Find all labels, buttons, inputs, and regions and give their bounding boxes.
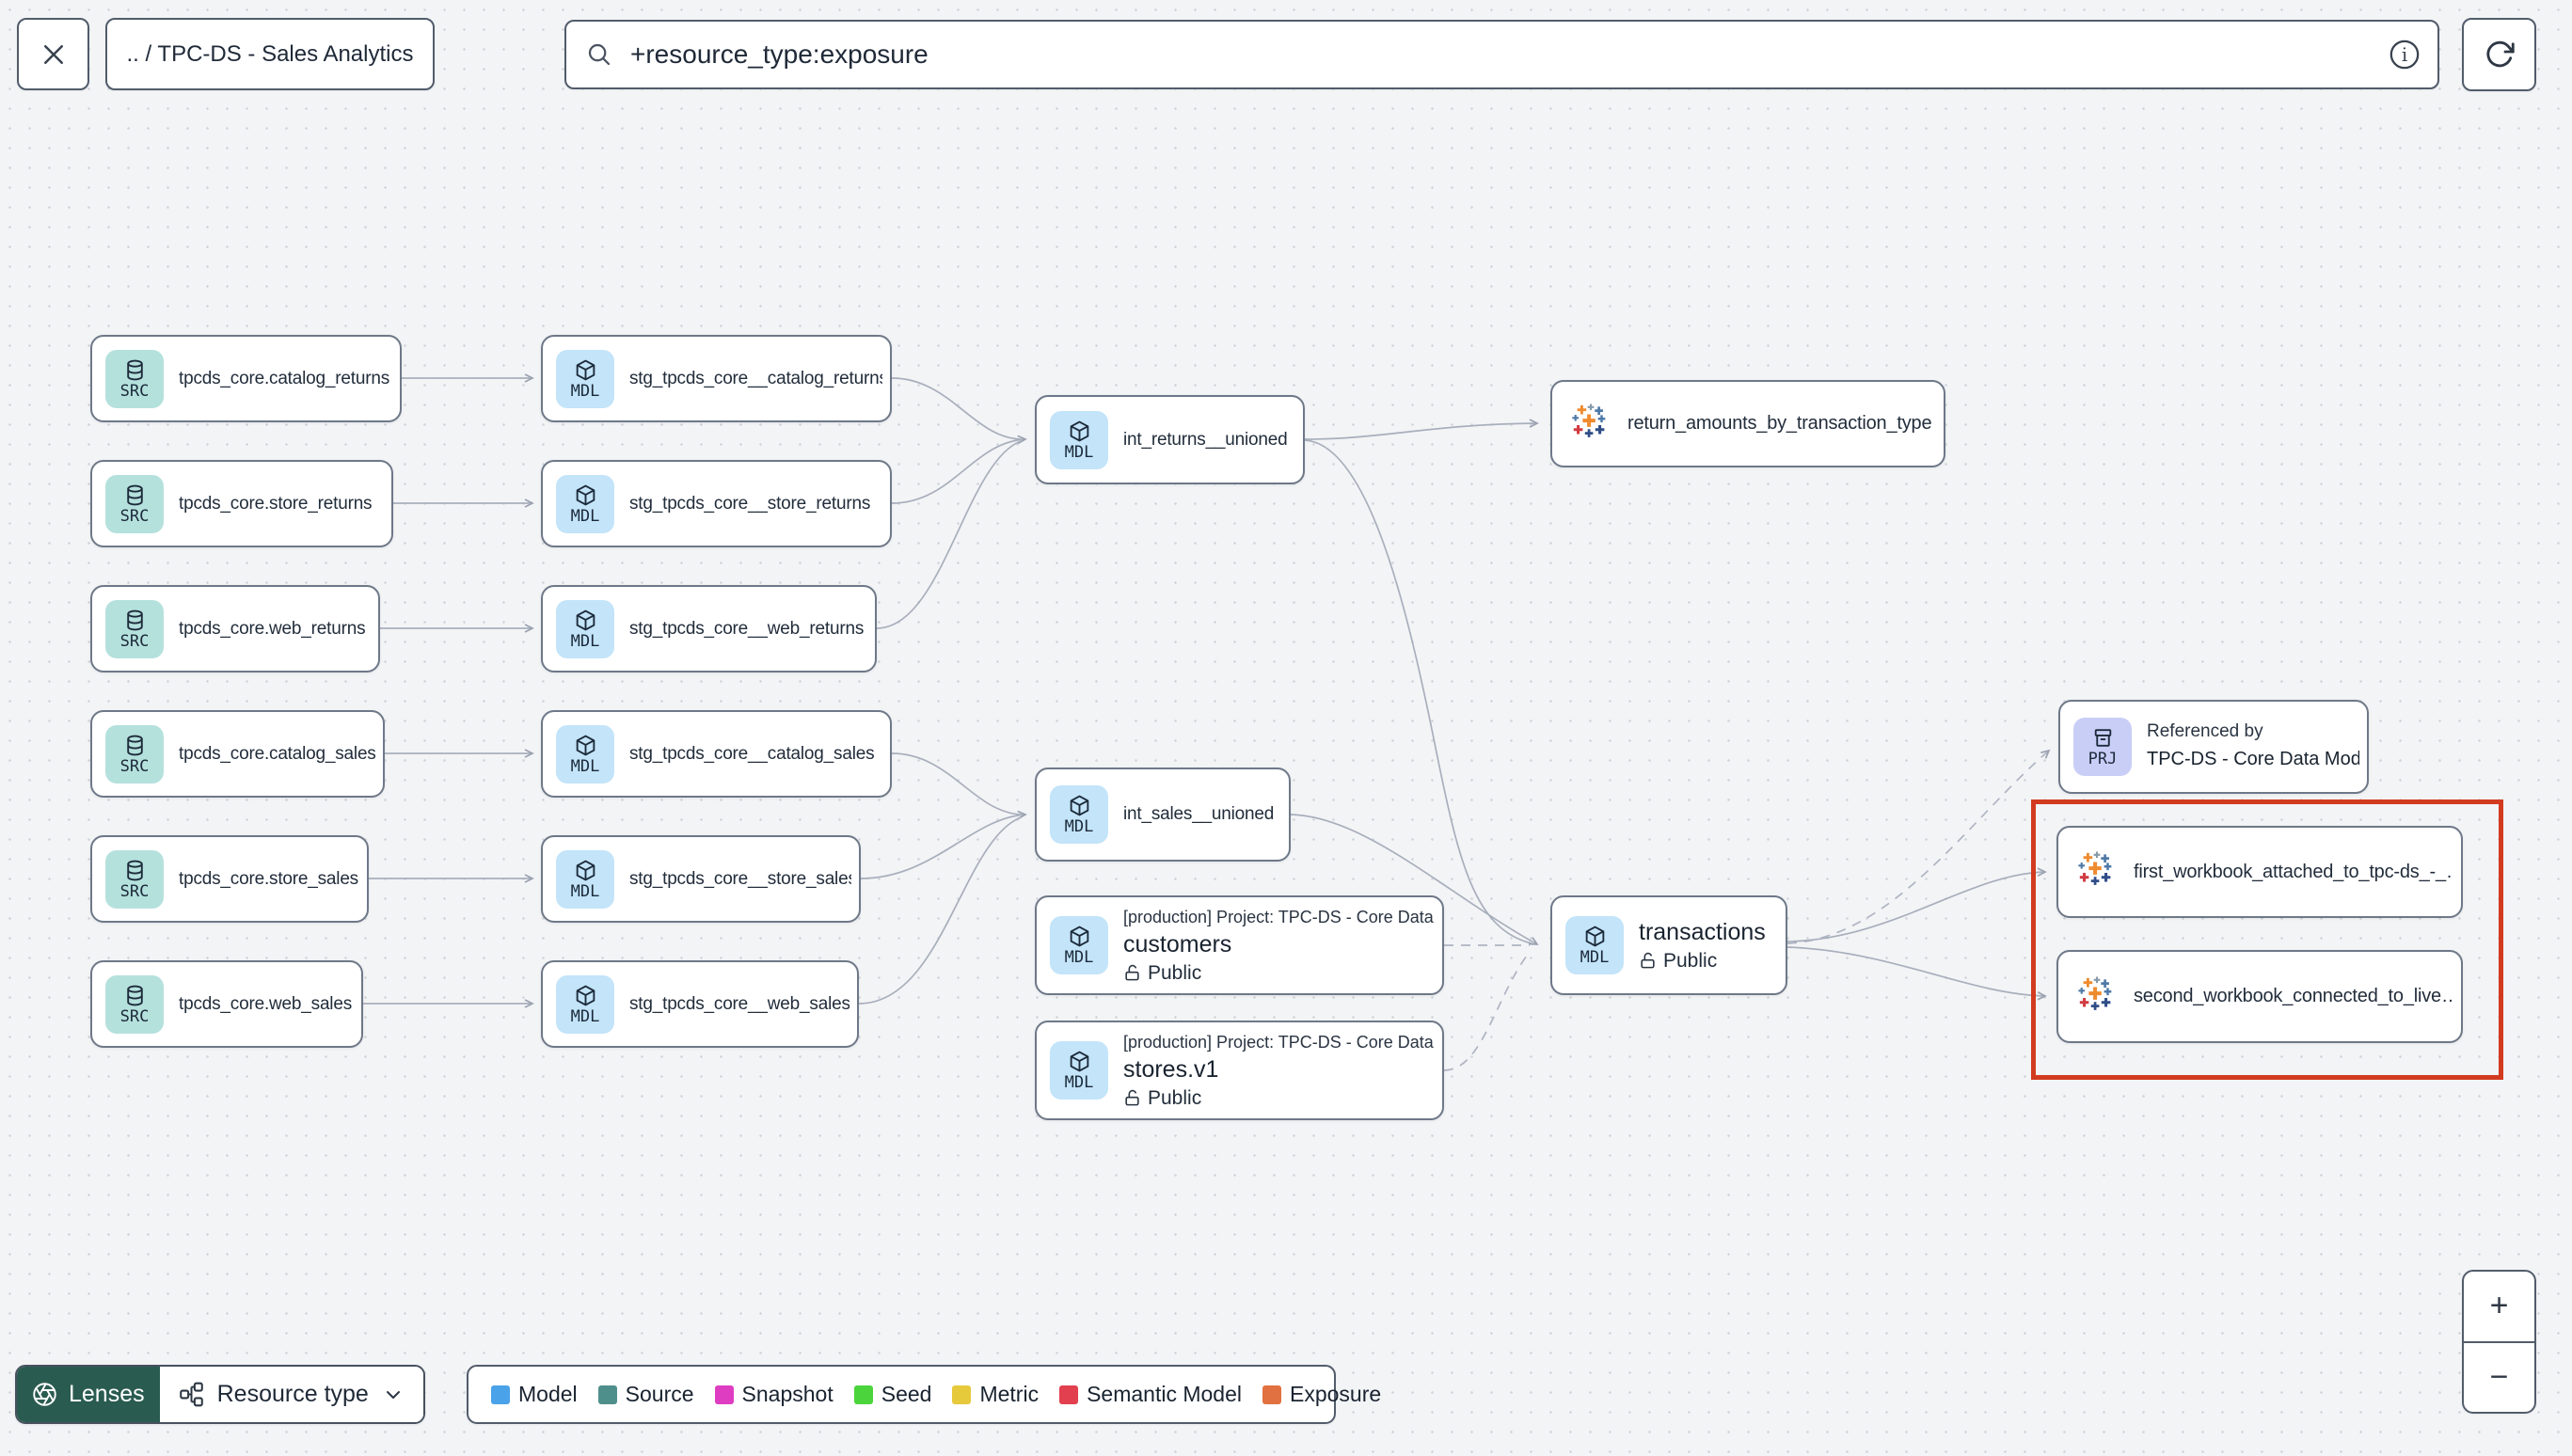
chevron-down-icon <box>382 1384 405 1406</box>
search-input[interactable] <box>628 39 2377 71</box>
search-bar[interactable] <box>564 20 2439 89</box>
node-stg-store-returns[interactable]: MDL stg_tpcds_core__store_returns <box>541 460 892 547</box>
node-source-web-returns[interactable]: SRC tpcds_core.web_returns <box>90 585 380 673</box>
node-exposure-first-workbook[interactable]: first_workbook_attached_to_tpc-ds_-_… <box>2056 826 2463 918</box>
model-badge: MDL <box>1050 1041 1108 1100</box>
node-stg-web-sales[interactable]: MDL stg_tpcds_core__web_sales <box>541 960 859 1048</box>
model-badge: MDL <box>1050 785 1108 844</box>
source-badge: SRC <box>105 724 164 783</box>
node-exposure-second-workbook[interactable]: second_workbook_connected_to_live… <box>2056 950 2463 1043</box>
legend-swatch <box>714 1385 734 1404</box>
lenses-control: Lenses Resource type <box>15 1365 425 1424</box>
node-stores-v1[interactable]: MDL [production] Project: TPC-DS - Core … <box>1035 1021 1444 1120</box>
unlock-icon <box>1123 1089 1141 1107</box>
legend-item-model: Model <box>491 1382 578 1407</box>
source-badge: SRC <box>105 349 164 408</box>
node-source-store-sales[interactable]: SRC tpcds_core.store_sales <box>90 835 369 923</box>
zoom-in-button[interactable]: + <box>2464 1272 2534 1343</box>
legend-swatch <box>597 1385 617 1404</box>
source-badge: SRC <box>105 849 164 909</box>
node-stg-catalog-sales[interactable]: MDL stg_tpcds_core__catalog_sales <box>541 710 892 798</box>
node-int-sales-unioned[interactable]: MDL int_sales__unioned <box>1035 768 1291 862</box>
resource-type-legend: Model Source Snapshot Seed Metric Semant… <box>467 1365 1381 1424</box>
search-icon <box>585 40 613 69</box>
legend-item-source: Source <box>597 1382 694 1407</box>
breadcrumb-label: .. / TPC-DS - Sales Analytics <box>126 40 414 67</box>
tableau-icon <box>1569 403 1612 446</box>
search-info[interactable] <box>2389 39 2421 71</box>
node-transactions[interactable]: MDL transactions Public <box>1550 895 1787 995</box>
model-badge: MDL <box>556 724 614 783</box>
node-customers[interactable]: MDL [production] Project: TPC-DS - Core … <box>1035 895 1444 995</box>
zoom-controls: + − <box>2462 1270 2536 1414</box>
node-source-catalog-returns[interactable]: SRC tpcds_core.catalog_returns <box>90 335 402 422</box>
tableau-icon <box>2075 850 2119 894</box>
unlock-icon <box>1639 952 1657 970</box>
unlock-icon <box>1123 964 1141 982</box>
access-row: Public <box>1639 948 1766 973</box>
legend-swatch <box>853 1385 873 1404</box>
access-row: Public <box>1123 1085 1435 1111</box>
node-source-store-returns[interactable]: SRC tpcds_core.store_returns <box>90 460 393 547</box>
lenses-button[interactable]: Lenses <box>17 1367 160 1422</box>
legend-item-exposure: Exposure <box>1262 1382 1381 1407</box>
zoom-out-button[interactable]: − <box>2489 1358 2509 1395</box>
node-stg-catalog-returns[interactable]: MDL stg_tpcds_core__catalog_returns <box>541 335 892 422</box>
source-badge: SRC <box>105 474 164 533</box>
node-referenced-by-project[interactable]: PRJ Referenced by TPC-DS - Core Data Mod… <box>2058 700 2369 794</box>
breadcrumb[interactable]: .. / TPC-DS - Sales Analytics <box>105 18 435 90</box>
model-badge: MDL <box>1565 916 1624 974</box>
model-badge: MDL <box>556 349 614 408</box>
refresh-icon <box>2483 38 2516 71</box>
refresh-button[interactable] <box>2462 18 2536 91</box>
node-stg-store-sales[interactable]: MDL stg_tpcds_core__store_sales <box>541 835 861 923</box>
source-badge: SRC <box>105 974 164 1034</box>
node-source-web-sales[interactable]: SRC tpcds_core.web_sales <box>90 960 363 1048</box>
legend-item-metric: Metric <box>952 1382 1039 1407</box>
node-int-returns-unioned[interactable]: MDL int_returns__unioned <box>1035 395 1305 484</box>
project-badge: PRJ <box>2073 718 2132 776</box>
legend-swatch <box>491 1385 510 1404</box>
source-badge: SRC <box>105 599 164 658</box>
model-badge: MDL <box>1050 916 1108 974</box>
model-badge: MDL <box>556 474 614 533</box>
legend-swatch <box>1059 1385 1079 1404</box>
model-badge: MDL <box>556 849 614 909</box>
legend-swatch <box>952 1385 972 1404</box>
close-icon <box>40 40 68 69</box>
node-source-catalog-sales[interactable]: SRC tpcds_core.catalog_sales <box>90 710 385 798</box>
legend-swatch <box>1262 1385 1281 1404</box>
model-badge: MDL <box>556 974 614 1034</box>
access-row: Public <box>1123 960 1435 986</box>
close-button[interactable] <box>17 18 89 90</box>
orgchart-icon <box>179 1382 204 1407</box>
node-exposure-return-amounts[interactable]: return_amounts_by_transaction_type <box>1550 380 1945 467</box>
model-badge: MDL <box>556 599 614 658</box>
legend-item-seed: Seed <box>853 1382 931 1407</box>
tableau-icon <box>2075 975 2119 1019</box>
aperture-icon <box>32 1382 57 1407</box>
legend-item-snapshot: Snapshot <box>714 1382 834 1407</box>
model-badge: MDL <box>1050 410 1108 469</box>
resource-type-dropdown[interactable]: Resource type <box>159 1367 423 1422</box>
node-stg-web-returns[interactable]: MDL stg_tpcds_core__web_returns <box>541 585 877 673</box>
selection-highlight-box <box>2031 799 2503 1080</box>
legend-item-semantic-model: Semantic Model <box>1059 1382 1242 1407</box>
info-icon <box>2389 39 2421 71</box>
